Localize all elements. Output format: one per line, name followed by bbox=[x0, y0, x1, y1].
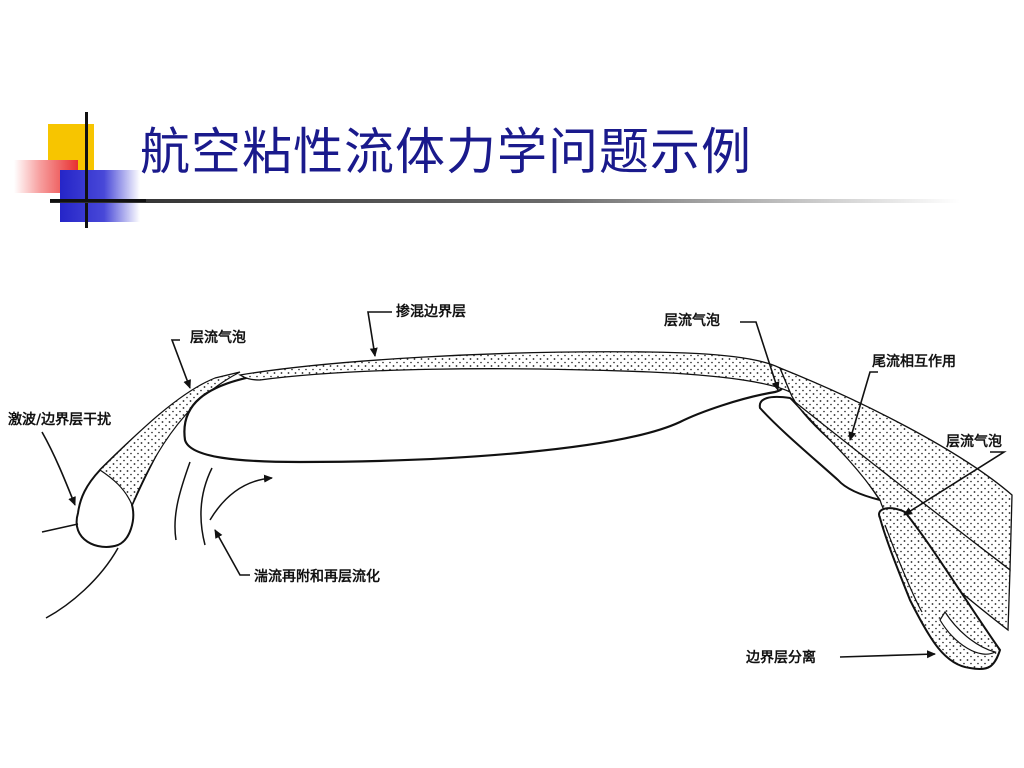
decor-vertical-line bbox=[85, 112, 88, 228]
flap-lower-streamline bbox=[884, 524, 923, 613]
cove-streamline-2 bbox=[200, 467, 213, 546]
cove-streamline-3 bbox=[209, 474, 273, 521]
label-reattach-relaminarize: 湍流再附和再层流化 bbox=[254, 568, 380, 585]
leader-bl-separation bbox=[839, 650, 936, 659]
main-airfoil bbox=[183, 364, 784, 464]
slat-lower-streamline bbox=[45, 547, 119, 619]
label-wake-interaction: 尾流相互作用 bbox=[872, 353, 956, 370]
leader-laminar-bubble-right bbox=[740, 321, 780, 391]
shock-line bbox=[41, 523, 79, 533]
label-laminar-bubble-flap: 层流气泡 bbox=[946, 433, 1002, 450]
decor-horizontal-line bbox=[50, 199, 146, 202]
label-mixing-layer: 掺混边界层 bbox=[396, 303, 466, 320]
label-laminar-bubble-left: 层流气泡 bbox=[190, 329, 246, 346]
leader-mixing-layer bbox=[367, 311, 392, 357]
label-bl-separation: 边界层分离 bbox=[745, 649, 816, 666]
cove-streamline-1 bbox=[174, 461, 191, 541]
decor-blue-gradient-bar bbox=[60, 170, 140, 222]
leader-shock-bl bbox=[41, 431, 76, 506]
leader-laminar-bubble-left bbox=[170, 339, 191, 389]
flap-separation-bubble bbox=[939, 610, 997, 655]
airfoil-flow-diagram: 层流气泡 掺混边界层 层流气泡 尾流相互作用 层流气泡 激波/边界层干扰 湍流再… bbox=[8, 303, 1013, 670]
title-underline bbox=[50, 199, 960, 203]
label-shock-bl-interaction: 激波/边界层干扰 bbox=[8, 411, 111, 428]
page-title: 航空粘性流体力学问题示例 bbox=[140, 123, 752, 181]
leader-laminar-bubble-flap bbox=[903, 451, 1007, 516]
upper-mixing-boundary-layer bbox=[238, 351, 792, 394]
leader-wake-interaction bbox=[848, 371, 878, 441]
label-laminar-bubble-right: 层流气泡 bbox=[664, 312, 720, 329]
leader-reattach bbox=[214, 529, 250, 576]
